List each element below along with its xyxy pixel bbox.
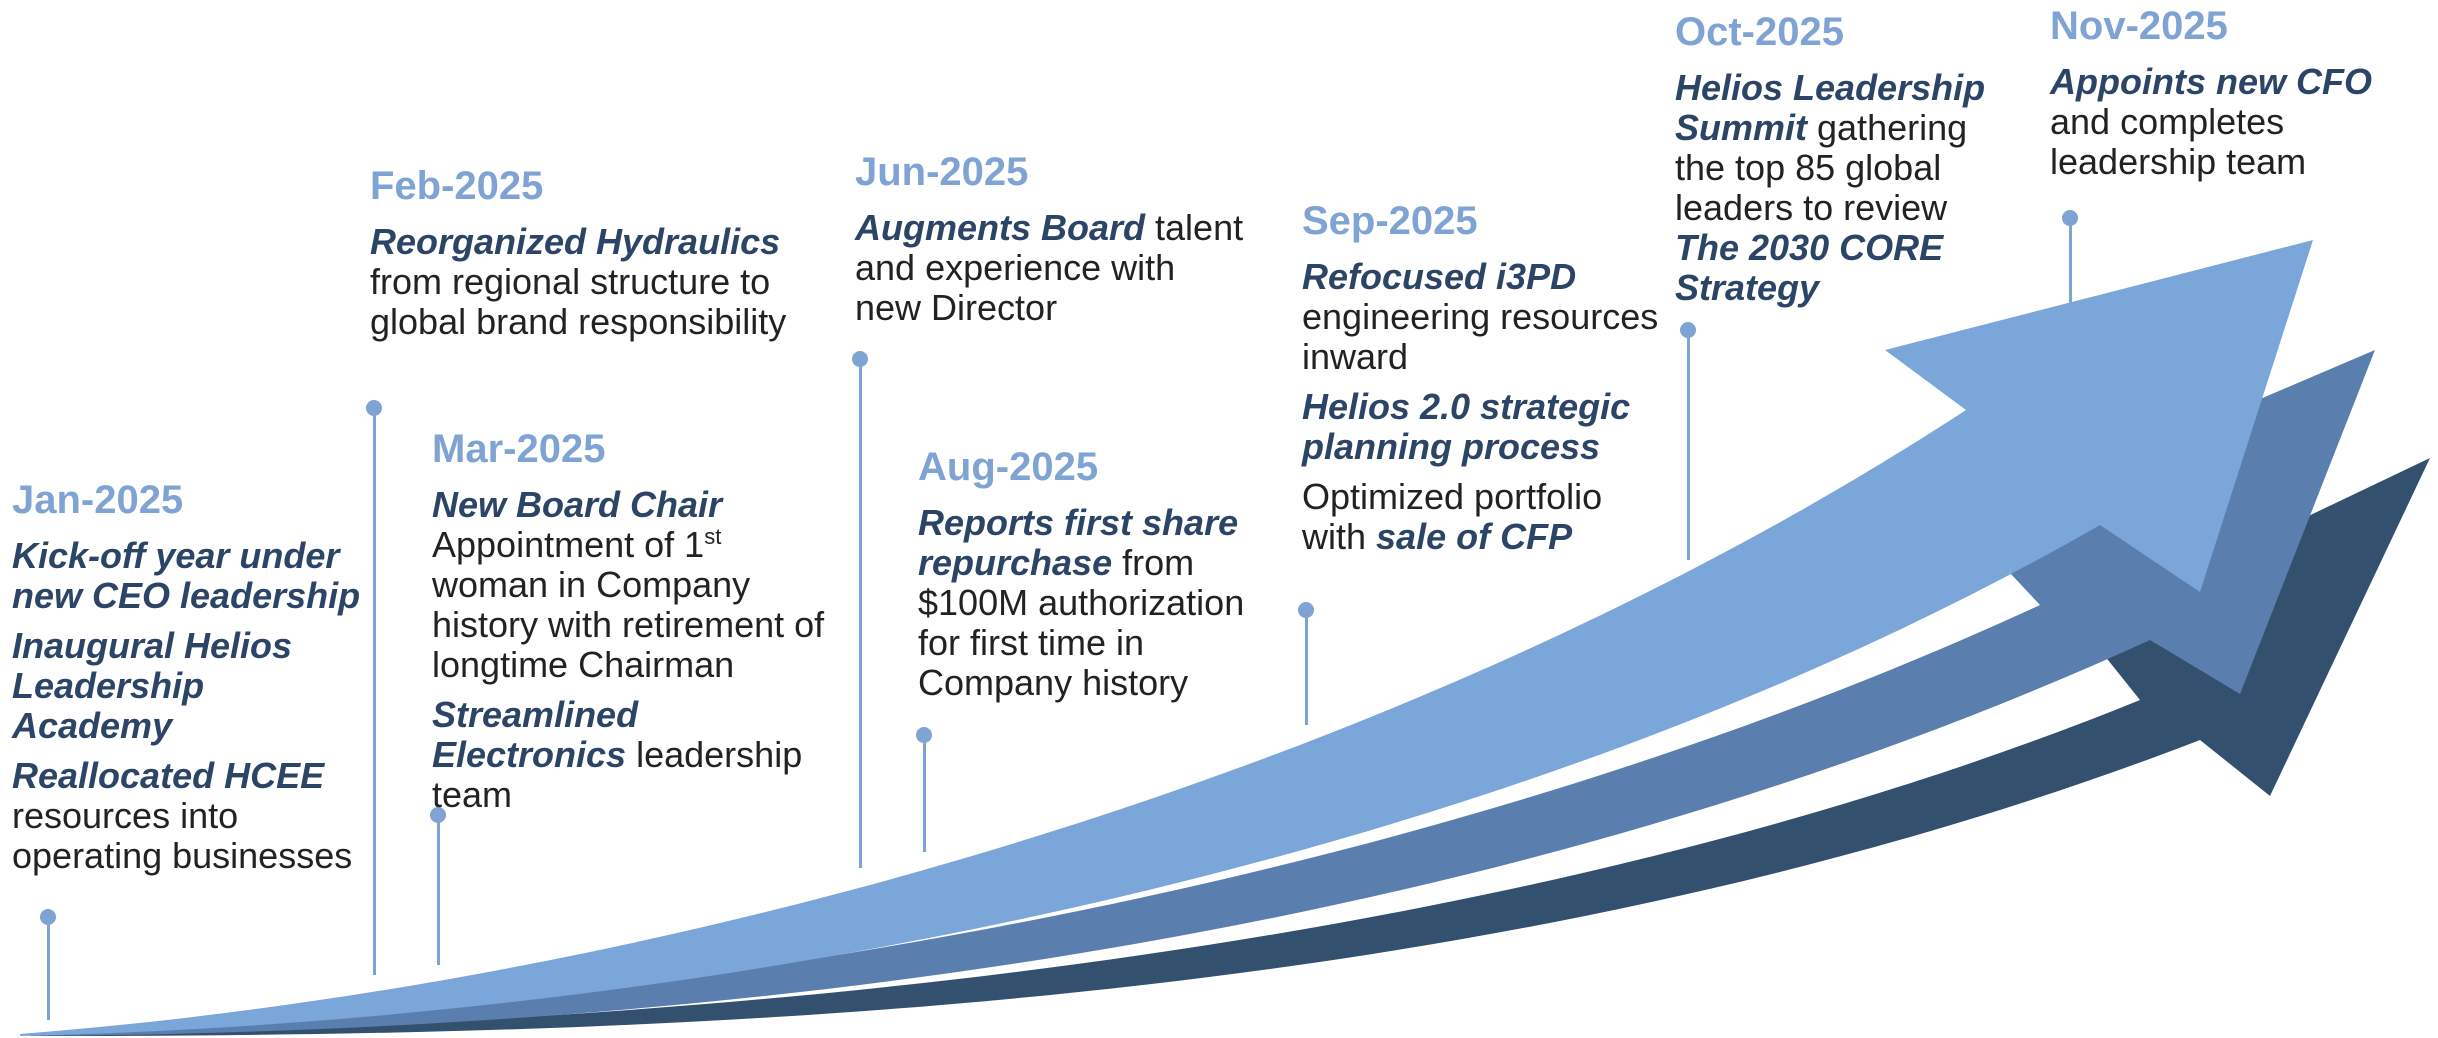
arrow-mid xyxy=(30,350,2375,1036)
mar-stem xyxy=(437,815,440,965)
event-feb-2025: Feb-2025 Reorganized Hydraulics from reg… xyxy=(370,164,790,352)
event-line: Helios 2.0 strategic planning process xyxy=(1302,387,1672,467)
aug-dot xyxy=(916,727,932,743)
event-line: Reports first share repurchase from $100… xyxy=(918,503,1288,703)
event-highlight: Streamlined Electronics xyxy=(432,694,639,775)
event-date: Mar-2025 xyxy=(432,427,606,471)
event-text: resources into operating businesses xyxy=(12,795,353,876)
jun-stem xyxy=(859,359,862,868)
event-highlight: Reallocated HCEE xyxy=(12,755,325,796)
ordinal-suffix: st xyxy=(704,524,722,549)
event-date: Sep-2025 xyxy=(1302,199,1478,243)
event-oct-2025: Oct-2025 Helios Leadership Summit gather… xyxy=(1675,10,1995,318)
event-highlight: Kick-off year under new CEO leadership xyxy=(12,535,361,616)
sep-stem xyxy=(1305,610,1308,725)
jun-dot xyxy=(852,351,868,367)
event-text: and completes leadership team xyxy=(2050,101,2307,182)
event-line: Inaugural Helios Leadership Academy xyxy=(12,626,372,746)
event-line: Helios Leadership Summit gathering the t… xyxy=(1675,68,1995,308)
event-text: Appointment of 1 xyxy=(432,524,705,565)
event-text: engineering resources inward xyxy=(1302,296,1659,377)
aug-stem xyxy=(923,735,926,852)
event-text: leadership team xyxy=(432,734,803,815)
event-highlight: Augments Board xyxy=(855,207,1146,248)
event-date: Oct-2025 xyxy=(1675,10,1844,54)
event-aug-2025: Aug-2025 Reports first share repurchase … xyxy=(918,445,1288,713)
event-line: Streamlined Electronics leadership team xyxy=(432,695,832,815)
oct-stem xyxy=(1687,330,1690,560)
event-line: Reorganized Hydraulics from regional str… xyxy=(370,222,790,342)
event-highlight: New Board Chair xyxy=(432,484,723,525)
feb-stem xyxy=(373,408,376,975)
event-date: Jun-2025 xyxy=(855,150,1029,194)
event-text: from $100M authorization for first time … xyxy=(918,542,1245,703)
event-line: Reallocated HCEE resources into operatin… xyxy=(12,756,372,876)
oct-dot xyxy=(1680,322,1696,338)
sep-dot xyxy=(1298,602,1314,618)
event-text: Optimized portfolio with xyxy=(1302,476,1603,557)
event-jan-2025: Jan-2025 Kick-off year under new CEO lea… xyxy=(12,478,372,886)
event-line: Optimized portfolio with sale of CFP xyxy=(1302,477,1672,557)
event-jun-2025: Jun-2025 Augments Board talent and exper… xyxy=(855,150,1245,338)
event-line: Augments Board talent and experience wit… xyxy=(855,208,1245,328)
event-highlight: Helios 2.0 strategic planning process xyxy=(1302,386,1631,467)
event-highlight: sale of CFP xyxy=(1376,516,1573,557)
nov-stem xyxy=(2069,218,2072,305)
jan-stem xyxy=(47,917,50,1020)
event-line: Kick-off year under new CEO leadership xyxy=(12,536,372,616)
event-highlight: Reports first share repurchase xyxy=(918,502,1239,583)
event-text: talent and experience with new Director xyxy=(855,207,1244,328)
event-date: Aug-2025 xyxy=(918,445,1099,489)
jan-dot xyxy=(40,909,56,925)
event-highlight: Helios Leadership Summit xyxy=(1675,67,1986,148)
event-highlight: Reorganized Hydraulics xyxy=(370,221,781,262)
event-nov-2025: Nov-2025 Appoints new CFO and completes … xyxy=(2050,4,2390,192)
event-date: Feb-2025 xyxy=(370,164,544,208)
event-date: Jan-2025 xyxy=(12,478,184,522)
event-sep-2025: Sep-2025 Refocused i3PD engineering reso… xyxy=(1302,199,1672,567)
nov-dot xyxy=(2062,210,2078,226)
mar-dot xyxy=(430,807,446,823)
event-line: Appoints new CFO and completes leadershi… xyxy=(2050,62,2390,182)
event-text: woman in Company history with retirement… xyxy=(432,564,825,685)
event-highlight: Refocused i3PD xyxy=(1302,256,1577,297)
event-highlight: The 2030 CORE Strategy xyxy=(1675,227,1944,308)
event-highlight: Appoints new CFO xyxy=(2050,61,2372,102)
event-text: gathering the top 85 global leaders to r… xyxy=(1675,107,1968,228)
event-line: Refocused i3PD engineering resources inw… xyxy=(1302,257,1672,377)
event-highlight: Inaugural Helios Leadership Academy xyxy=(12,625,293,746)
arrow-light xyxy=(20,240,2313,1036)
event-text: from regional structure to global brand … xyxy=(370,261,787,342)
feb-dot xyxy=(366,400,382,416)
event-date: Nov-2025 xyxy=(2050,4,2228,48)
